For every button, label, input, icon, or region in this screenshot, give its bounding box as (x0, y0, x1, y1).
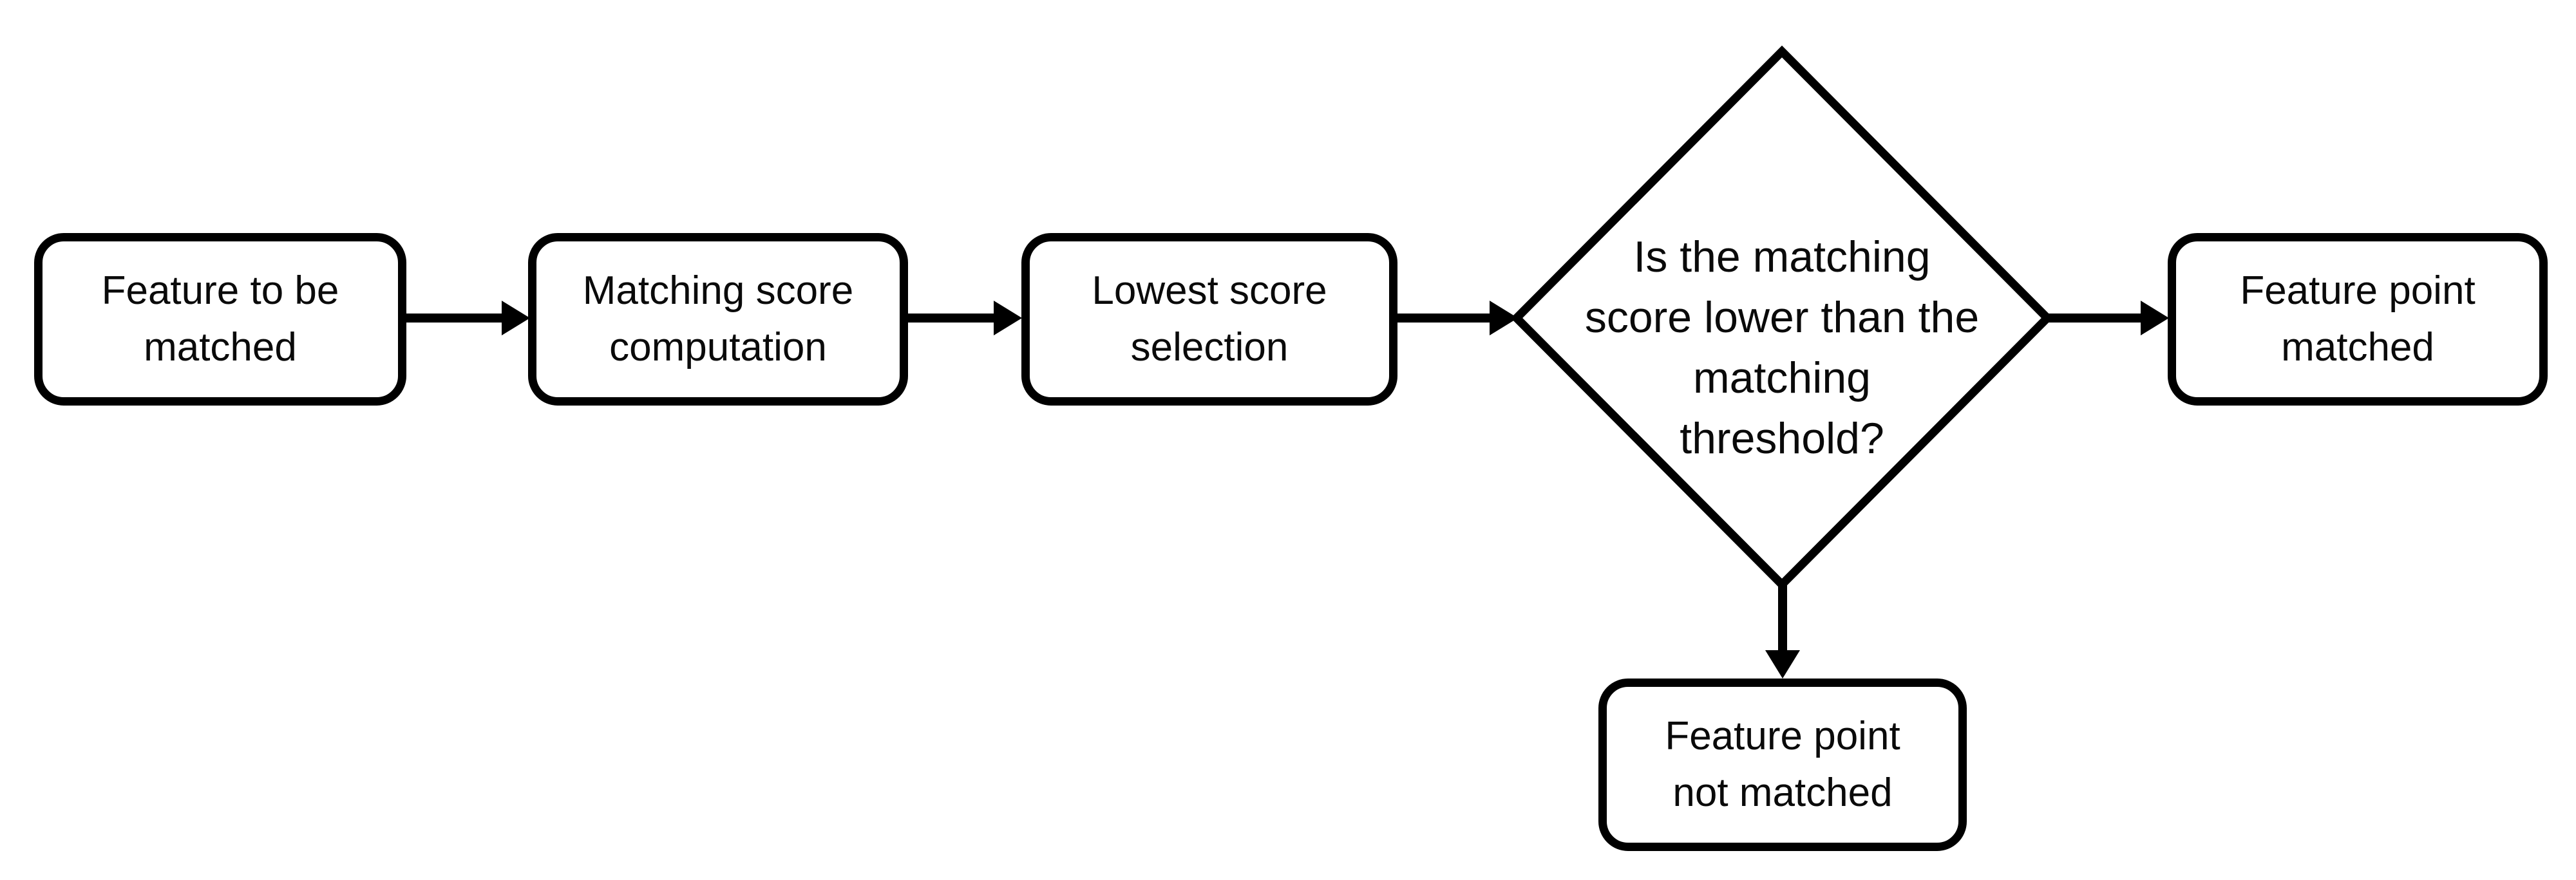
arrow-decision-to-not-matched (1765, 582, 1800, 679)
node-label: Feature to be matched (101, 268, 339, 370)
node-matching-score-computation: Matching score computation (528, 233, 908, 406)
node-lowest-score-selection: Lowest score selection (1021, 233, 1397, 406)
node-threshold-decision-label: Is the matching score lower than the mat… (1584, 232, 1980, 463)
node-label: Lowest score selection (1092, 268, 1327, 370)
arrow-feature-to-matching-score (402, 301, 530, 335)
arrowhead-icon (994, 301, 1022, 335)
node-label: Feature point not matched (1665, 714, 1900, 815)
arrow-lowest-score-to-decision (1394, 301, 1518, 335)
arrowhead-icon (502, 301, 530, 335)
arrow-decision-to-matched (2049, 301, 2169, 335)
node-feature-to-be-matched: Feature to be matched (34, 233, 406, 406)
node-label: Matching score computation (582, 268, 854, 370)
node-feature-point-matched: Feature point matched (2168, 233, 2548, 406)
arrow-matching-score-to-lowest-score (904, 301, 1022, 335)
arrowhead-icon (1765, 650, 1800, 679)
arrowhead-icon (2141, 301, 2169, 335)
arrowhead-icon (1490, 301, 1518, 335)
node-label: Feature point matched (2240, 268, 2476, 370)
node-feature-point-not-matched: Feature point not matched (1598, 679, 1967, 851)
